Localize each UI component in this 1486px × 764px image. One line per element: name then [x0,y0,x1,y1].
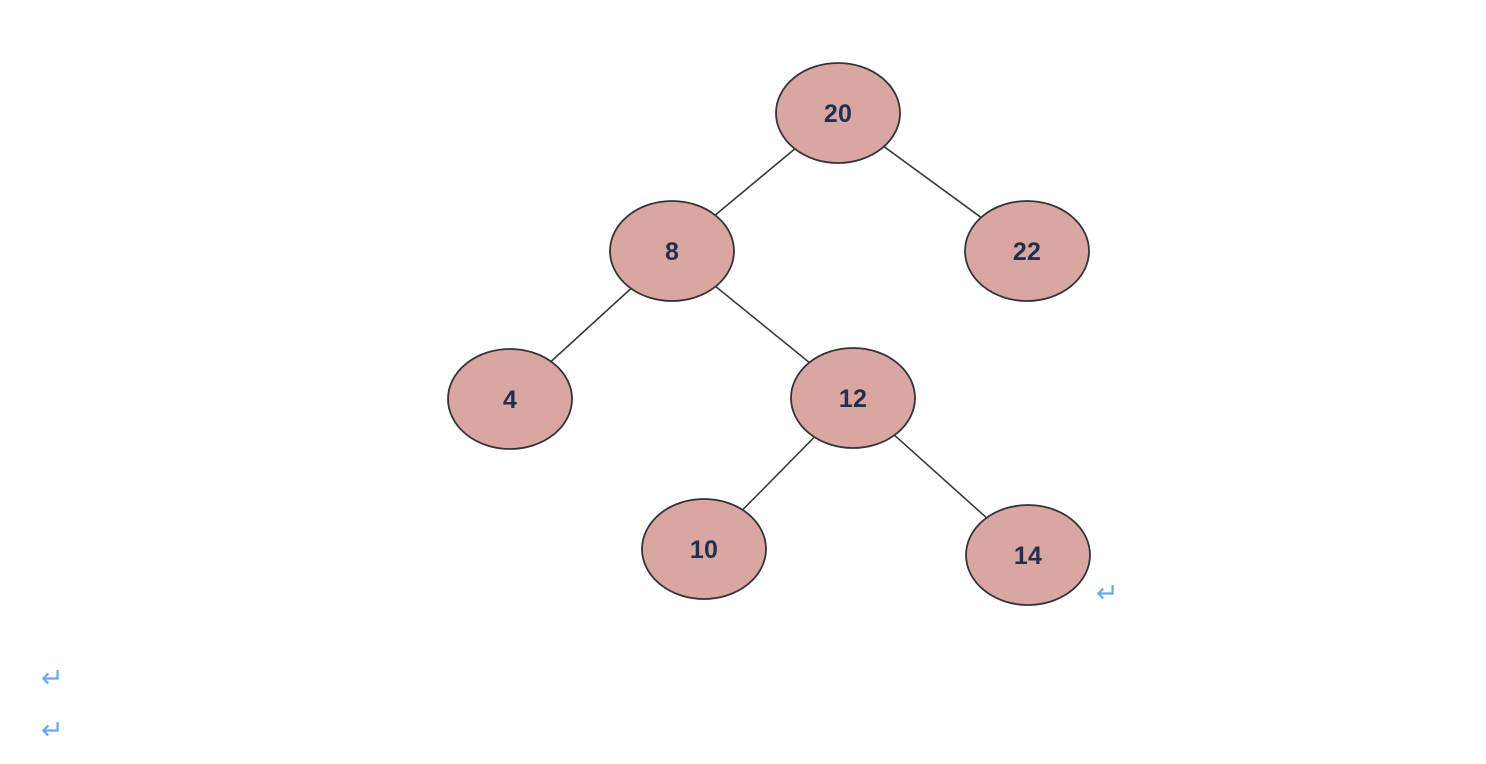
tree-node-4[interactable]: 4 [447,348,573,450]
tree-node-20[interactable]: 20 [775,62,901,164]
node-shape-4[interactable] [447,348,573,450]
tree-node-10[interactable]: 10 [641,498,767,600]
tree-node-22[interactable]: 22 [964,200,1090,302]
carriage-return-icon: ↵ [41,715,64,746]
node-shape-14[interactable] [965,504,1091,606]
node-shape-22[interactable] [964,200,1090,302]
tree-node-14[interactable]: 14 [965,504,1091,606]
tree-edge-12-10 [741,436,816,511]
node-shape-12[interactable] [790,347,916,449]
node-shape-20[interactable] [775,62,901,164]
carriage-return-icon: ↵ [41,663,64,694]
tree-edge-12-14 [893,434,988,519]
tree-edge-20-8 [714,148,796,216]
tree-edge-20-22 [883,145,982,219]
carriage-return-icon: ↵ [1096,578,1119,609]
edges-group [550,145,988,519]
tree-edge-8-4 [550,287,632,363]
node-shape-8[interactable] [609,200,735,302]
tree-node-8[interactable]: 8 [609,200,735,302]
node-shape-10[interactable] [641,498,767,600]
tree-edge-8-12 [714,285,811,364]
tree-node-12[interactable]: 12 [790,347,916,449]
